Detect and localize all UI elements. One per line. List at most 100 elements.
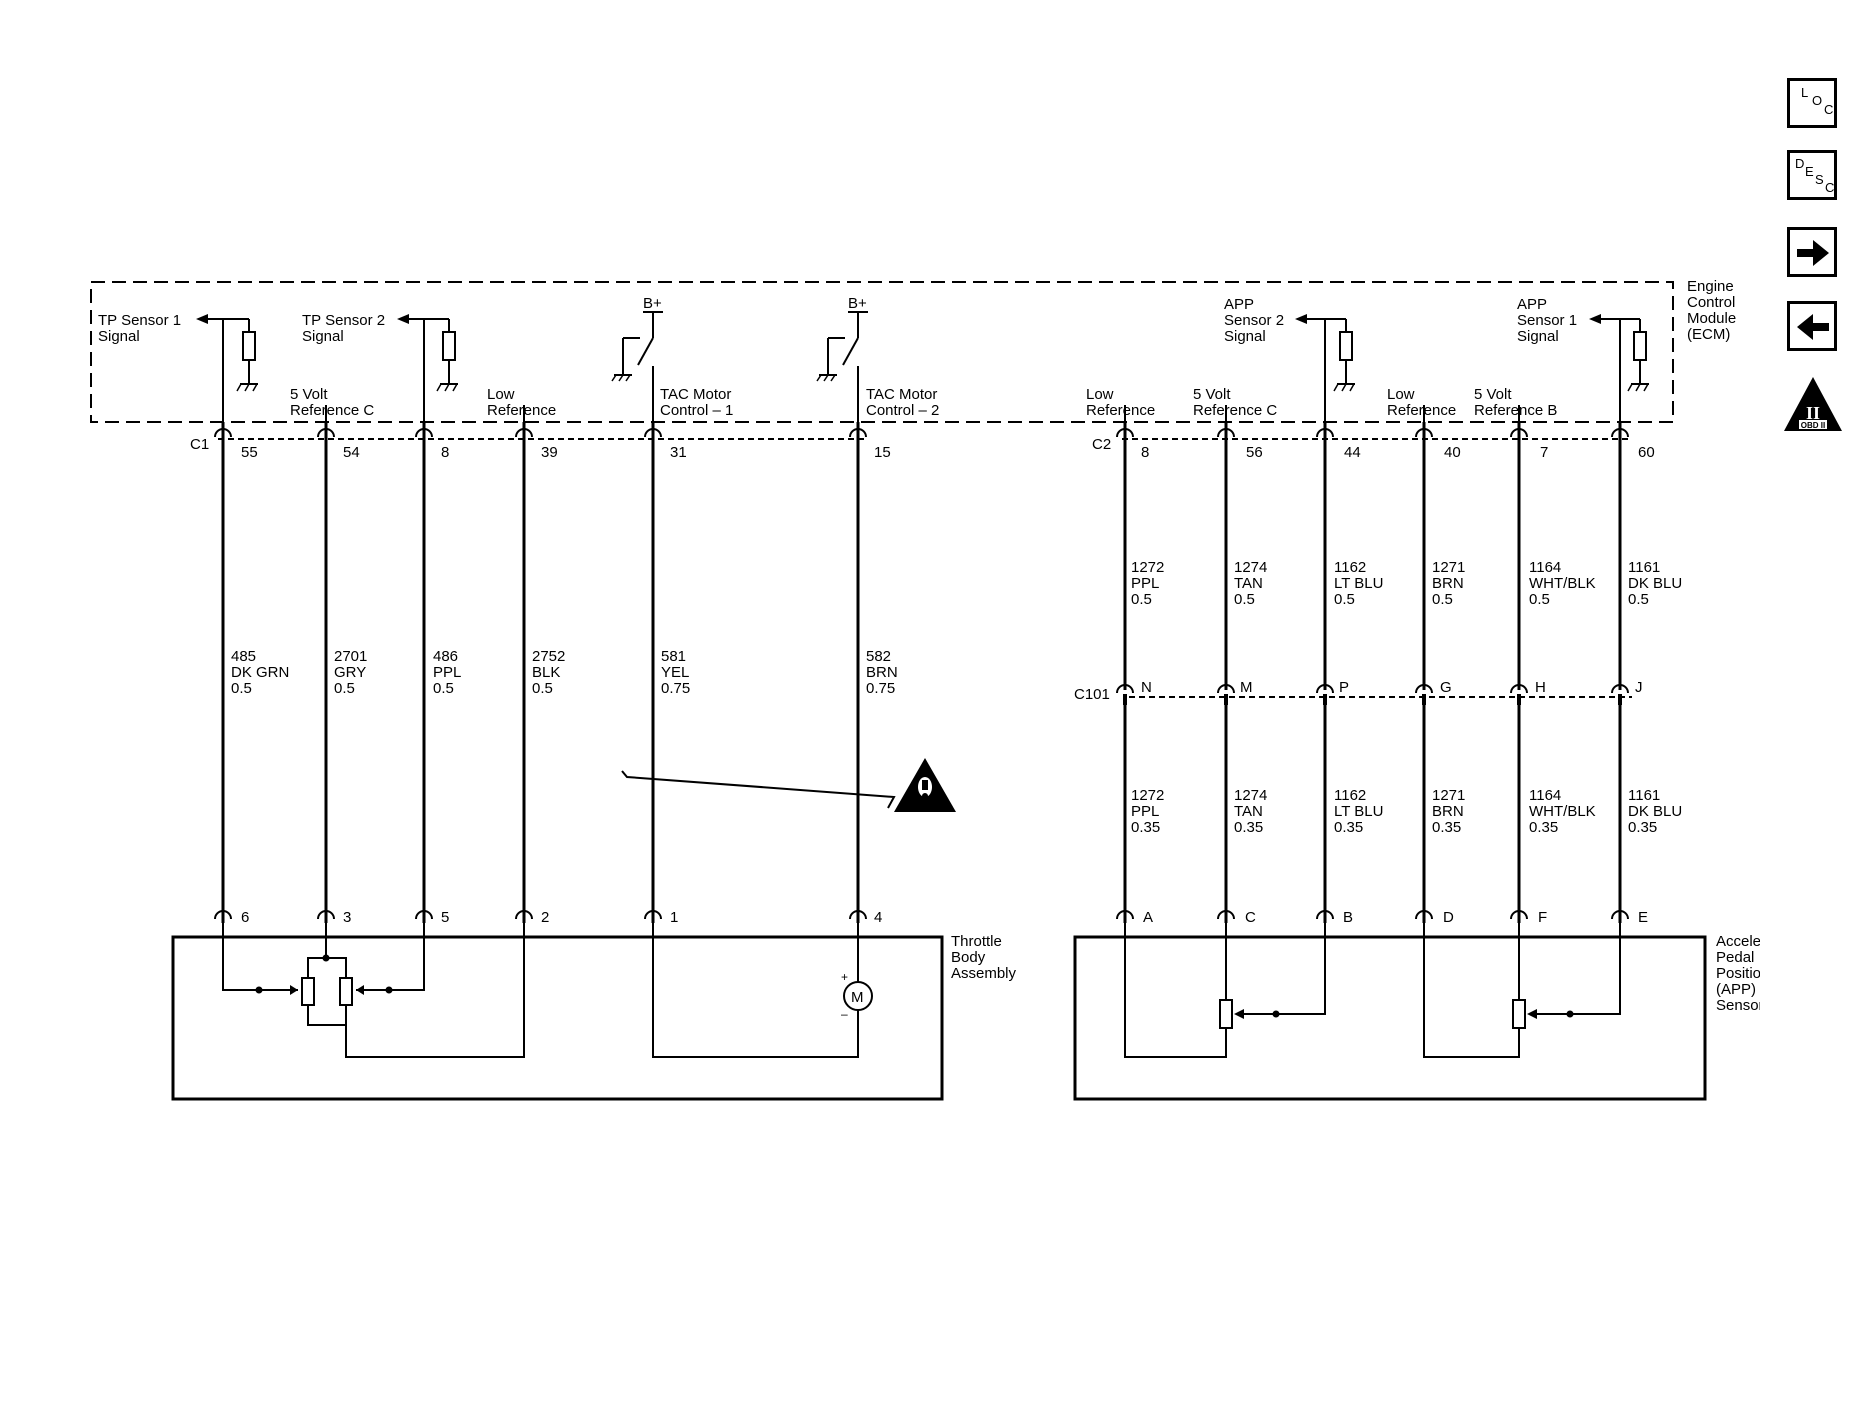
c2-terminal [1217,428,1235,438]
throttle-label-3: Assembly [951,965,1017,982]
wire-circuit-number: 1164 [1529,559,1561,576]
wire-circuit-number: 2701 [334,648,367,665]
app1-signal-label-1: APP [1517,296,1547,313]
c1-terminal [415,428,433,438]
tb-pin-label: 5 [441,909,449,926]
app-terminal [1510,910,1528,920]
wire-gauge: 0.5 [1234,591,1255,608]
c101-terminal [1217,684,1235,694]
warning-icon [894,758,956,812]
tp1-signal-label-1: TP Sensor 1 [98,312,181,329]
c2-connector-label: C2 [1092,436,1111,453]
previous-page-button[interactable] [1787,301,1837,351]
tb-pin-label: 1 [670,909,678,926]
wire-color: DK BLU [1628,803,1682,820]
tp2-signal-label-1: TP Sensor 2 [302,312,385,329]
wire-gauge: 0.35 [1432,819,1461,836]
tp-sensor-2-signal-circuit: TP Sensor 2 Signal [302,312,458,392]
motor-label: M [851,989,864,1006]
wire-gauge: 0.5 [231,680,252,697]
app-terminal [1116,910,1134,920]
loc-letter-2: O [1812,93,1823,108]
wire-circuit-number: 1161 [1628,787,1660,804]
wire-circuit-number: 581 [661,648,686,665]
tac-motor-icon: M + – [841,970,873,1021]
c101-terminal-pin [1618,694,1622,705]
c101-terminal [1116,684,1134,694]
wire-gauge: 0.75 [866,680,895,697]
tp-sensor-1-signal-circuit: TP Sensor 1 Signal [98,312,258,392]
ecm-boundary [90,281,1674,423]
desc-button[interactable]: D E S C [1787,150,1837,200]
tb-terminal [515,910,533,920]
wire-circuit-number: 485 [231,648,256,665]
c2-terminal [1611,428,1629,438]
c1-connector-label: C1 [190,436,209,453]
wire-gauge: 0.35 [1529,819,1558,836]
b-plus-label-2: B+ [848,295,867,312]
app-pin-label: B [1343,909,1353,926]
tb-pin-label: 3 [343,909,351,926]
desc-letter-3: S [1815,172,1824,187]
tb-wires [214,319,867,923]
wire-gauge: 0.75 [661,680,690,697]
app-label-5: Sensor [1716,997,1760,1014]
tb-terminal [317,910,335,920]
wire-color: BRN [866,664,898,681]
obd-ii-badge[interactable]: II OBD II [1782,375,1844,433]
arrow-left-icon [1797,314,1829,340]
app-pin-label: D [1443,909,1454,926]
loc-letter-3: C [1824,102,1834,117]
wire-circuit-number: 1162 [1334,787,1366,804]
tb-terminal [644,910,662,920]
c1-terminal [644,428,662,438]
c101-terminal [1611,684,1629,694]
wire-gauge: 0.5 [1334,591,1355,608]
wire-color: GRY [334,664,366,681]
wire-color: WHT/BLK [1529,575,1596,592]
c2-terminal [1316,428,1334,438]
c2-pin-label: 56 [1246,444,1263,461]
obd-ii-icon: II OBD II [1784,377,1842,431]
motor-plus: + [841,970,848,984]
tb-pin-label: 4 [874,909,882,926]
c1-31-label-2: Control – 1 [660,402,733,419]
tac-motor-1-switch: B+ [611,295,663,422]
wire-color: DK BLU [1628,575,1682,592]
wire-circuit-number: 1162 [1334,559,1366,576]
wire-circuit-number: 1161 [1628,559,1660,576]
tp2-signal-label-2: Signal [302,328,344,345]
c2-7-label-2: Reference B [1474,402,1557,419]
wire-color: PPL [1131,575,1159,592]
app2-signal-label-2: Sensor 2 [1224,312,1284,329]
c2-terminal [1415,428,1433,438]
tb-terminal [415,910,433,920]
c2-terminal [1510,428,1528,438]
c1-pin-label: 39 [541,444,558,461]
c101-pin-label: N [1141,679,1152,696]
wire-gauge: 0.5 [1432,591,1453,608]
app-pin-label: A [1143,909,1153,926]
wire-gauge: 0.35 [1234,819,1263,836]
loc-button[interactable]: L O C [1787,78,1837,128]
obd-label: OBD II [1801,421,1825,430]
app2-signal-label-3: Signal [1224,328,1266,345]
c1-terminal [515,428,533,438]
wire-color: DK GRN [231,664,289,681]
next-page-button[interactable] [1787,227,1837,277]
c2-40-label-2: Reference [1387,402,1456,419]
b-plus-label-1: B+ [643,295,662,312]
c1-54-label-1: 5 Volt [290,386,328,403]
c2-pin-label: 44 [1344,444,1361,461]
ecm-label-4: (ECM) [1687,326,1730,343]
wire-gauge: 0.5 [1628,591,1649,608]
c1-15-label-2: Control – 2 [866,402,939,419]
wire-color: WHT/BLK [1529,803,1596,820]
wire-circuit-number: 582 [866,648,891,665]
c101-pin-label: G [1440,679,1452,696]
app-pin-label: E [1638,909,1648,926]
wire-gauge: 0.5 [532,680,553,697]
c2-pin-label: 7 [1540,444,1548,461]
arrow-right-icon [1797,240,1829,266]
app-label-1: Accelerator [1716,933,1760,950]
